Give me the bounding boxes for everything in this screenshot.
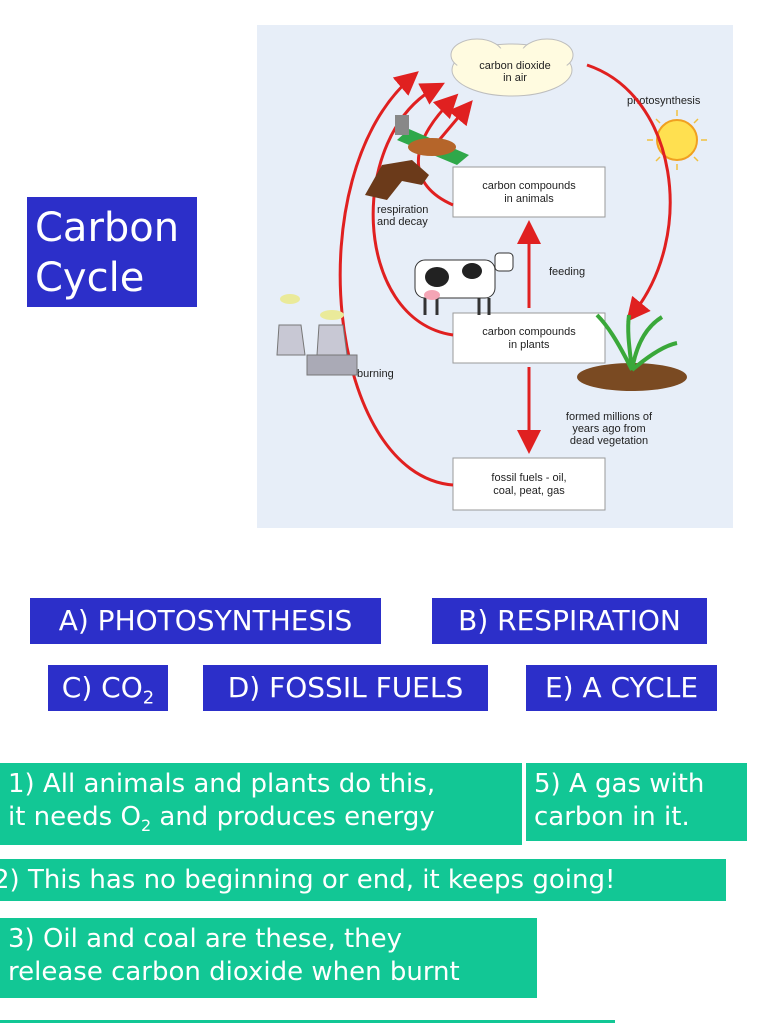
- definition-1-text-b: and produces energy: [151, 802, 435, 832]
- formed-label-2: years ago from: [572, 423, 645, 435]
- decay-icon: [395, 115, 469, 165]
- burning-label: burning: [357, 368, 394, 380]
- fossil-label-1: fossil fuels - oil,: [491, 472, 566, 484]
- fossil-label-2: coal, peat, gas: [493, 485, 565, 497]
- plants-label-1: carbon compounds: [482, 326, 576, 338]
- plants-box: carbon compounds in plants: [452, 312, 606, 364]
- feeding-label: feeding: [549, 266, 585, 278]
- answer-c-text: C) CO: [61, 671, 143, 704]
- definition-5[interactable]: 5) A gas with carbon in it.: [526, 763, 747, 841]
- carbon-cycle-diagram: carbon dioxide in air photosynthesis car…: [257, 25, 733, 528]
- answer-d[interactable]: D) FOSSIL FUELS: [203, 665, 488, 711]
- photosynthesis-label: photosynthesis: [627, 95, 701, 107]
- definition-2[interactable]: 2) This has no beginning or end, it keep…: [0, 859, 726, 901]
- carbon-cycle-svg: carbon dioxide in air photosynthesis car…: [276, 38, 707, 511]
- horse-icon: [365, 160, 429, 200]
- cow-icon: [414, 252, 514, 315]
- definition-3-line-1: 3) Oil and coal are these, they: [8, 924, 403, 954]
- definition-3[interactable]: 3) Oil and coal are these, they release …: [0, 918, 537, 998]
- animals-box: carbon compounds in animals: [452, 166, 606, 218]
- co2-air-label-1: carbon dioxide: [479, 60, 551, 72]
- animals-label-1: carbon compounds: [482, 180, 576, 192]
- respiration-label-1: respiration: [377, 204, 428, 216]
- sun-icon: [647, 110, 707, 170]
- formed-label-3: dead vegetation: [570, 435, 648, 447]
- answer-c[interactable]: C) CO2: [48, 665, 168, 711]
- definition-1-subscript: 2: [140, 816, 152, 836]
- page-title: Carbon Cycle: [27, 197, 197, 307]
- plant-respiration-arrow: [371, 82, 454, 337]
- co2-cloud: carbon dioxide in air: [450, 38, 574, 97]
- definition-1-line-1: 1) All animals and plants do this,: [8, 769, 436, 799]
- animal-respiration-arrow: [417, 93, 459, 207]
- co2-air-label-2: in air: [503, 72, 527, 84]
- answer-b[interactable]: B) RESPIRATION: [432, 598, 707, 644]
- answer-e[interactable]: E) A CYCLE: [526, 665, 717, 711]
- answer-a[interactable]: A) PHOTOSYNTHESIS: [30, 598, 381, 644]
- respiration-label-2: and decay: [377, 216, 428, 228]
- plant-icon: [577, 313, 687, 391]
- definition-1-text-a: it needs O: [8, 802, 141, 832]
- definition-5-line-1: 5) A gas with: [534, 769, 705, 799]
- formed-label-1: formed millions of: [566, 411, 653, 423]
- animals-label-2: in animals: [504, 193, 554, 205]
- definition-1-line-2: it needs O2 and produces energy: [8, 801, 522, 842]
- answer-c-subscript: 2: [142, 687, 155, 709]
- photosynthesis-arrow: [586, 63, 672, 322]
- definition-1[interactable]: 1) All animals and plants do this, it ne…: [0, 763, 522, 845]
- definition-3-line-2: release carbon dioxide when burnt: [8, 957, 460, 987]
- fossil-box: fossil fuels - oil, coal, peat, gas: [452, 457, 606, 511]
- power-station-icon: [276, 294, 358, 376]
- plants-label-2: in plants: [509, 339, 550, 351]
- definition-5-line-2: carbon in it.: [534, 802, 690, 832]
- partial-card-edge: [0, 1020, 615, 1023]
- definition-2-text: 2) This has no beginning or end, it keep…: [0, 865, 616, 895]
